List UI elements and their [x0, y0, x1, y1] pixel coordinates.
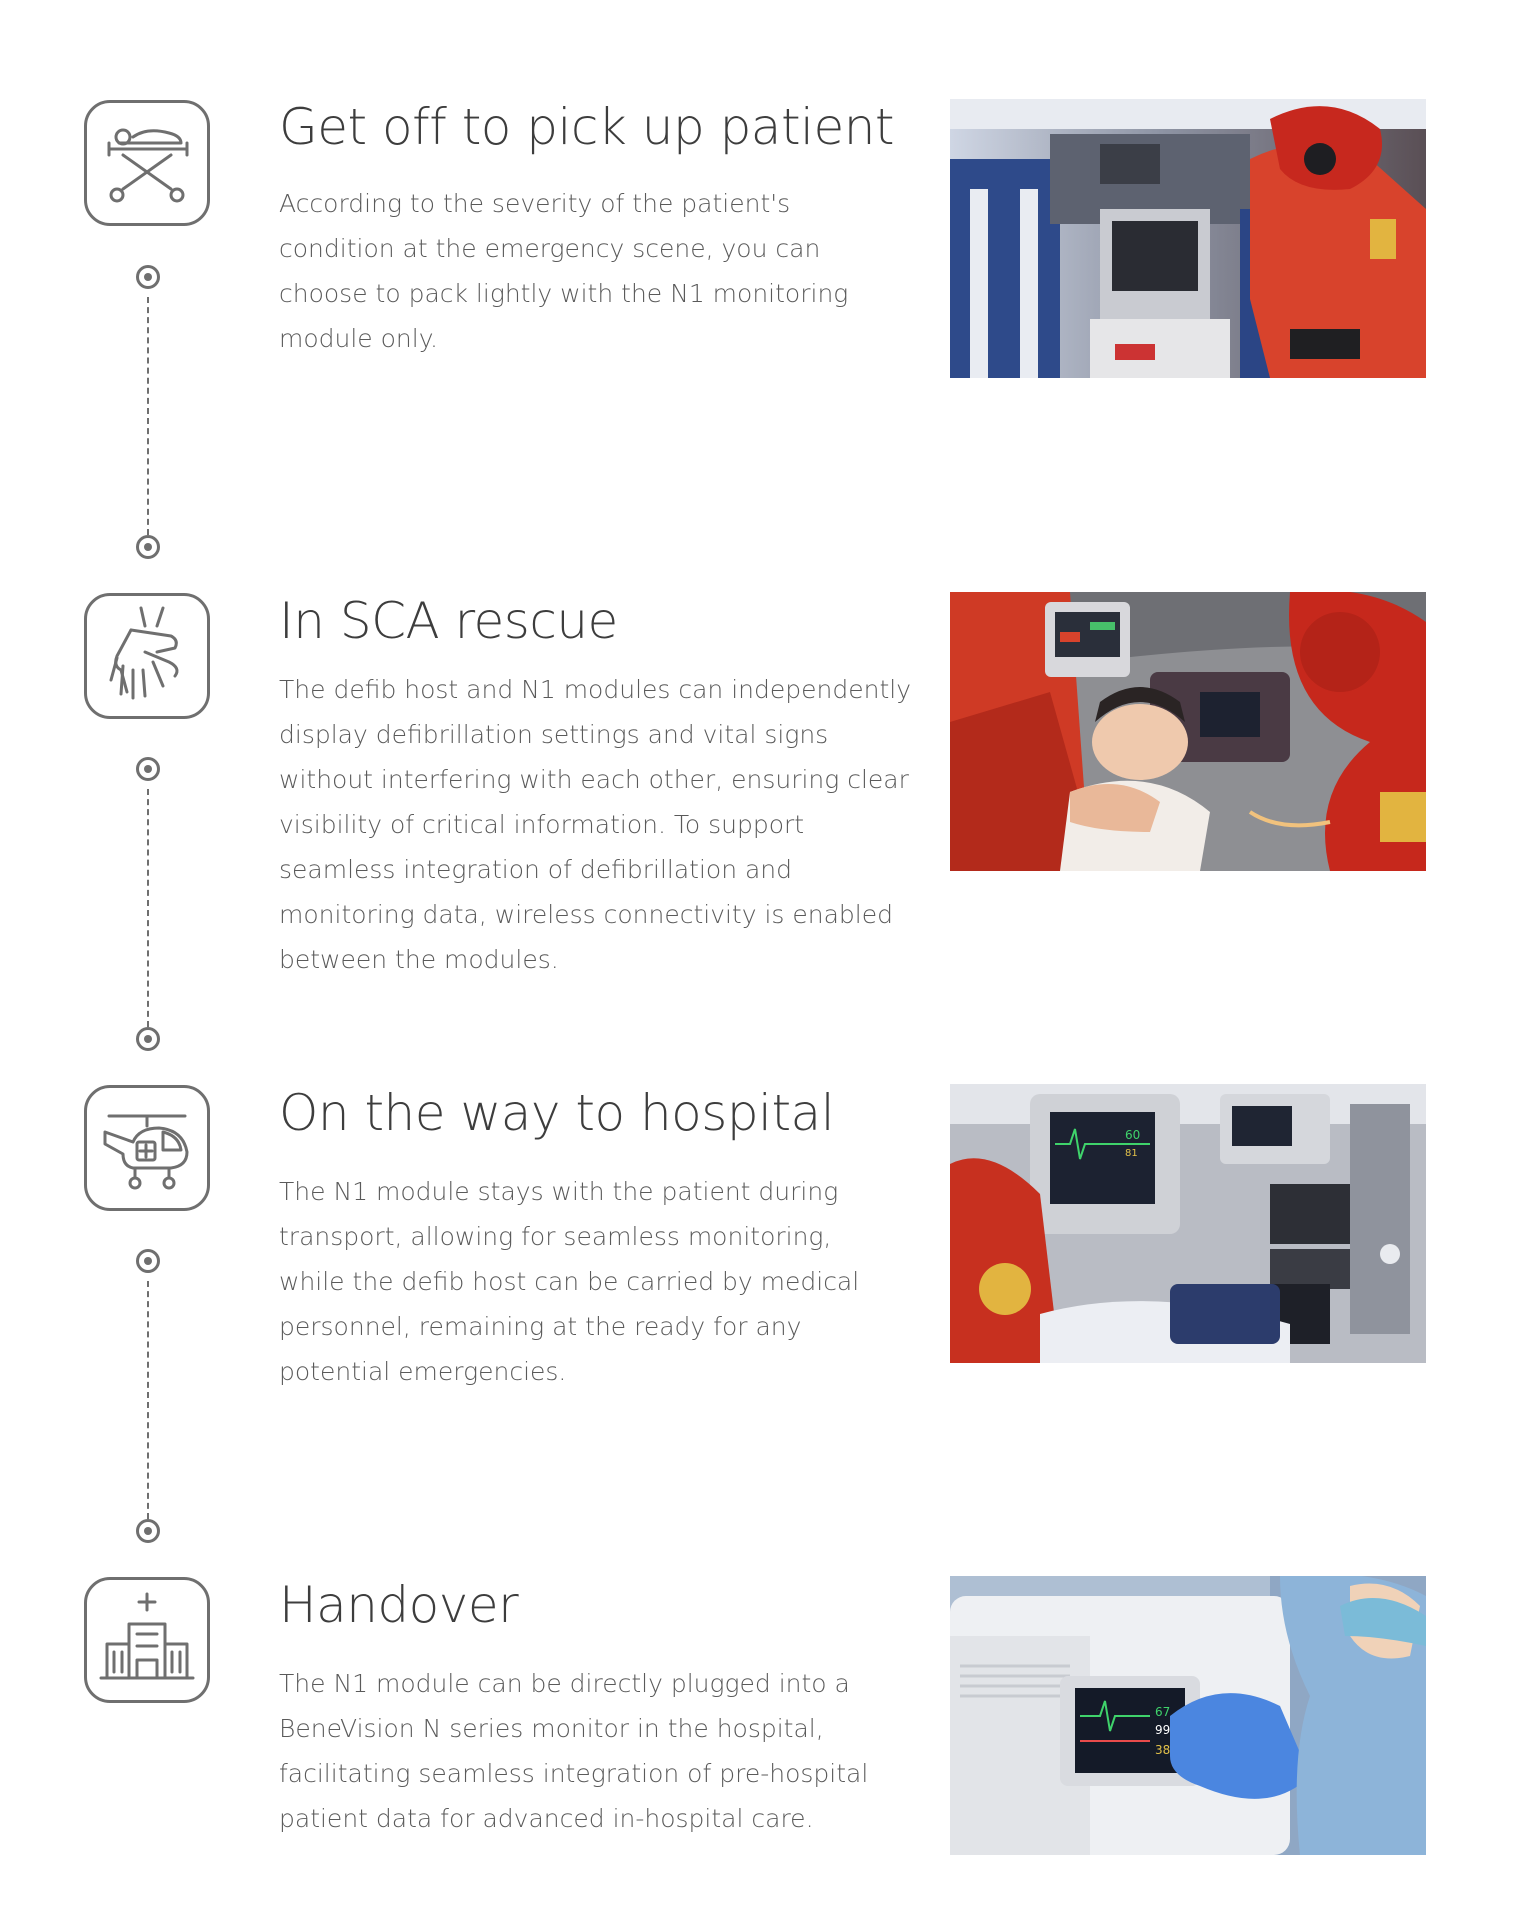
timeline-dot [136, 1519, 160, 1543]
step-description: According to the severity of the patient… [279, 189, 849, 353]
timeline-dot [136, 535, 160, 559]
timeline-dash [147, 789, 149, 1027]
svg-text:99: 99 [1155, 1723, 1170, 1737]
timeline-dash [147, 297, 149, 535]
cpr-hands-icon [84, 593, 210, 719]
timeline-dash [147, 1281, 149, 1519]
ambulance-crew-photo [950, 99, 1426, 378]
step-title: In SCA rescue [279, 592, 618, 650]
cpr-rescue-photo [950, 592, 1426, 871]
timeline-dot [136, 1027, 160, 1051]
hospital-icon [84, 1577, 210, 1703]
svg-text:60: 60 [1125, 1128, 1140, 1142]
step-description: The N1 module stays with the patient dur… [279, 1177, 860, 1386]
step-title: Handover [279, 1576, 519, 1634]
timeline-dot [136, 1249, 160, 1273]
timeline-connector [128, 1249, 168, 1549]
svg-text:81: 81 [1125, 1148, 1138, 1159]
timeline-connector [128, 265, 168, 565]
step-title: On the way to hospital [279, 1084, 835, 1142]
air-ambulance-icon [84, 1085, 210, 1211]
transport-monitoring-photo: 60 81 [950, 1084, 1426, 1363]
step-description: The N1 module can be directly plugged in… [279, 1669, 869, 1833]
stretcher-icon [84, 100, 210, 226]
timeline-connector [128, 757, 168, 1057]
step-title: Get off to pick up patient [279, 98, 895, 156]
svg-text:38: 38 [1155, 1743, 1170, 1757]
svg-text:67: 67 [1155, 1705, 1170, 1719]
step-description: The defib host and N1 modules can indepe… [279, 675, 911, 974]
hospital-handover-photo: 67 99 38 [950, 1576, 1426, 1855]
timeline-dot [136, 265, 160, 289]
timeline-dot [136, 757, 160, 781]
